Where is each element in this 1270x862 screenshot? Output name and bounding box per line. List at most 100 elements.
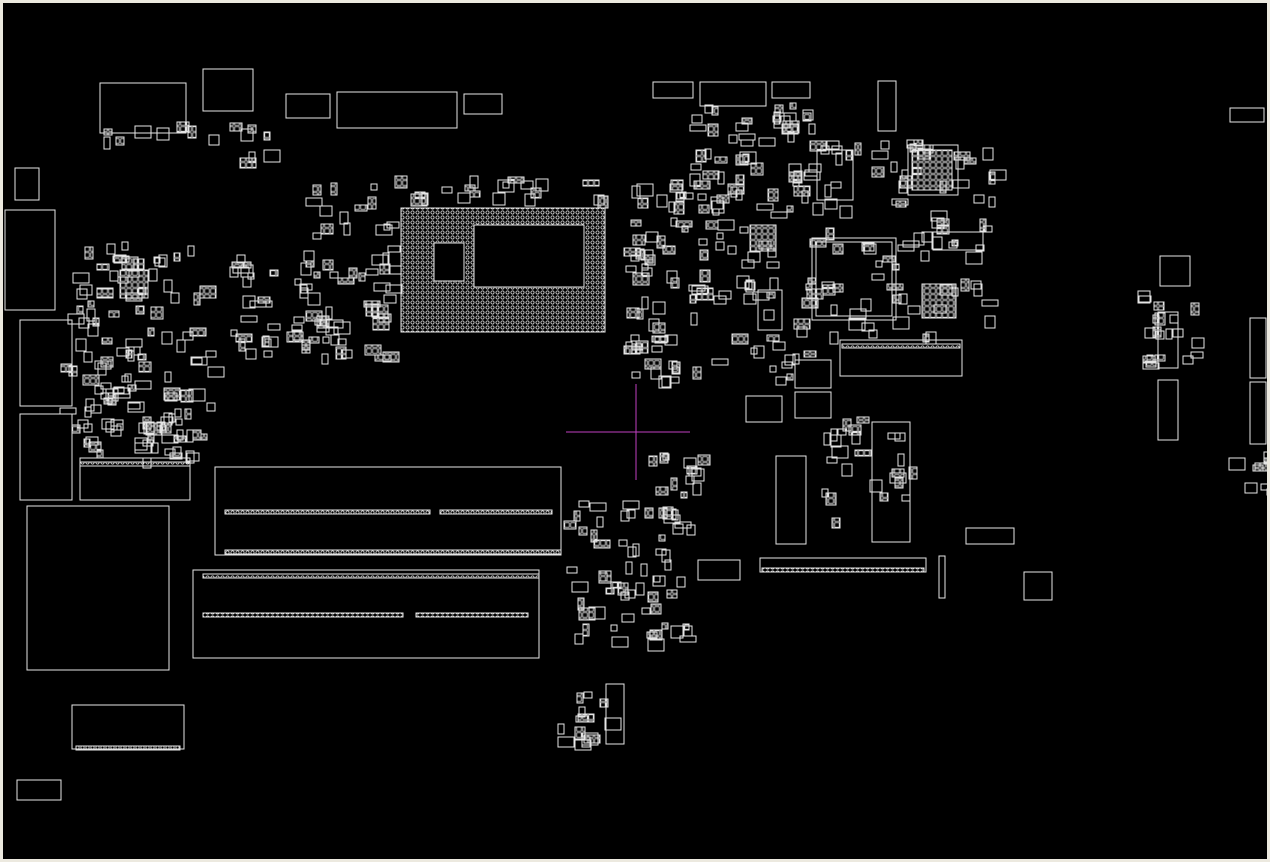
passive-component[interactable]: [713, 295, 727, 305]
passive-component[interactable]: [142, 439, 154, 447]
passive-component[interactable]: [891, 468, 905, 478]
passive-component[interactable]: [182, 331, 194, 341]
passive-component[interactable]: [656, 194, 668, 208]
passive-component[interactable]: [952, 179, 970, 189]
passive-component[interactable]: [78, 317, 90, 329]
passive-component[interactable]: [312, 184, 322, 196]
passive-component[interactable]: [108, 310, 120, 318]
passive-component[interactable]: [963, 157, 977, 165]
passive-component[interactable]: [704, 148, 712, 160]
passive-component[interactable]: [656, 235, 666, 249]
passive-component[interactable]: [96, 287, 114, 299]
component-outline[interactable]: [463, 93, 503, 115]
passive-component[interactable]: [650, 603, 662, 615]
passive-component[interactable]: [635, 248, 645, 260]
passive-component[interactable]: [611, 636, 629, 648]
passive-component[interactable]: [689, 173, 701, 187]
passive-component[interactable]: [686, 465, 698, 475]
passive-component[interactable]: [654, 336, 668, 344]
passive-component[interactable]: [354, 204, 368, 212]
passive-component[interactable]: [630, 334, 640, 342]
passive-component[interactable]: [662, 453, 670, 461]
passive-component[interactable]: [557, 723, 565, 735]
component-outline[interactable]: [71, 704, 185, 750]
passive-component[interactable]: [242, 276, 252, 288]
passive-component[interactable]: [767, 248, 777, 258]
passive-component[interactable]: [832, 243, 844, 255]
passive-component[interactable]: [671, 361, 681, 375]
passive-component[interactable]: [330, 182, 338, 196]
passive-component[interactable]: [161, 331, 173, 345]
passive-component[interactable]: [249, 300, 267, 308]
passive-component[interactable]: [610, 624, 618, 632]
passive-component[interactable]: [652, 575, 666, 587]
passive-component[interactable]: [242, 261, 252, 269]
passive-component[interactable]: [154, 257, 166, 267]
passive-component[interactable]: [110, 419, 124, 431]
passive-component[interactable]: [717, 171, 725, 185]
passive-component[interactable]: [593, 539, 611, 549]
passive-component[interactable]: [1152, 314, 1160, 324]
pin-row[interactable]: [761, 567, 925, 573]
component-outline[interactable]: [4, 209, 56, 311]
passive-component[interactable]: [960, 278, 970, 292]
passive-component[interactable]: [875, 260, 883, 268]
passive-component[interactable]: [151, 442, 159, 454]
passive-component[interactable]: [107, 392, 117, 406]
passive-component[interactable]: [670, 625, 684, 639]
passive-component[interactable]: [666, 589, 678, 599]
component-outline[interactable]: [877, 80, 897, 132]
passive-component[interactable]: [868, 329, 878, 339]
passive-component[interactable]: [100, 356, 114, 368]
passive-component[interactable]: [1191, 337, 1205, 349]
passive-component[interactable]: [772, 341, 786, 351]
passive-component[interactable]: [809, 238, 827, 248]
passive-component[interactable]: [589, 502, 607, 512]
passive-component[interactable]: [180, 389, 194, 403]
passive-component[interactable]: [205, 350, 217, 358]
passive-component[interactable]: [851, 431, 861, 445]
passive-component[interactable]: [988, 171, 996, 185]
passive-component[interactable]: [330, 334, 340, 346]
passive-component[interactable]: [698, 238, 708, 246]
passive-component[interactable]: [75, 338, 87, 352]
passive-component[interactable]: [670, 477, 678, 491]
passive-component[interactable]: [793, 318, 811, 330]
passive-component[interactable]: [871, 273, 885, 281]
passive-component[interactable]: [185, 450, 195, 464]
passive-component[interactable]: [229, 122, 243, 132]
passive-component[interactable]: [388, 265, 402, 275]
passive-component[interactable]: [631, 371, 641, 379]
pin-row[interactable]: [75, 745, 181, 751]
passive-component[interactable]: [636, 308, 644, 320]
passive-component[interactable]: [333, 321, 351, 335]
passive-component[interactable]: [683, 625, 693, 637]
passive-component[interactable]: [286, 331, 304, 343]
passive-component[interactable]: [125, 292, 143, 302]
passive-component[interactable]: [163, 279, 173, 293]
passive-component[interactable]: [83, 423, 93, 433]
passive-component[interactable]: [117, 276, 129, 284]
passive-component[interactable]: [651, 345, 663, 353]
passive-component[interactable]: [137, 353, 147, 361]
passive-component[interactable]: [753, 345, 765, 359]
passive-component[interactable]: [712, 208, 720, 216]
passive-component[interactable]: [641, 296, 649, 310]
passive-component[interactable]: [90, 404, 102, 414]
passive-component[interactable]: [577, 713, 595, 723]
passive-component[interactable]: [618, 539, 628, 547]
passive-component[interactable]: [305, 260, 315, 268]
passive-component[interactable]: [299, 283, 313, 291]
passive-component[interactable]: [693, 180, 711, 190]
passive-component[interactable]: [325, 306, 333, 320]
passive-component[interactable]: [655, 486, 669, 496]
passive-component[interactable]: [240, 315, 258, 323]
passive-component[interactable]: [624, 589, 636, 599]
passive-component[interactable]: [307, 292, 321, 306]
passive-component[interactable]: [294, 278, 302, 286]
passive-component[interactable]: [110, 425, 122, 437]
passive-component[interactable]: [758, 240, 772, 250]
passive-component[interactable]: [880, 140, 890, 150]
passive-component[interactable]: [922, 144, 934, 154]
passive-component[interactable]: [674, 521, 692, 529]
